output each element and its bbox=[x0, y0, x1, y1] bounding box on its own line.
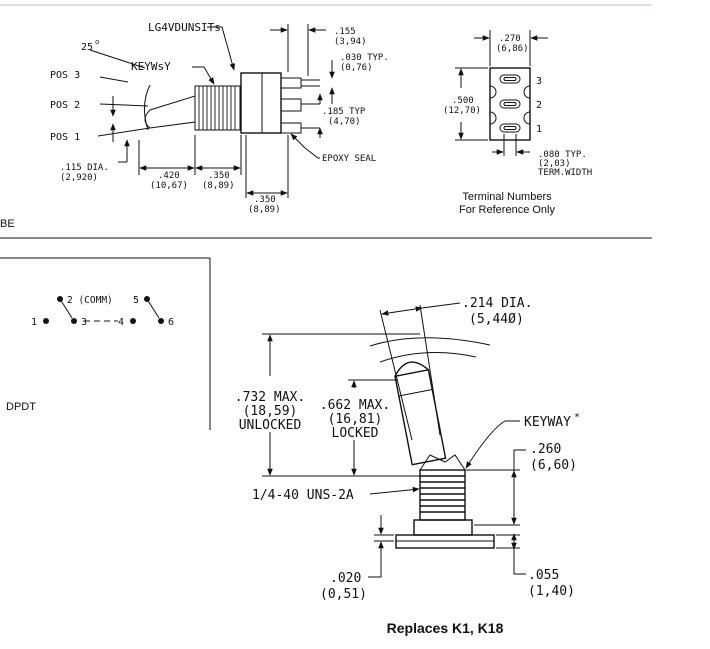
terminal-number-2: 2 bbox=[536, 100, 542, 111]
d214-in: .214 DIA. bbox=[462, 296, 532, 311]
d662-mm: (16,81) bbox=[328, 412, 383, 427]
bottom-side-view bbox=[262, 302, 526, 578]
d350b-in: .350 bbox=[254, 195, 276, 205]
d500-mm: (12,70) bbox=[443, 106, 481, 116]
d662-note: LOCKED bbox=[332, 426, 379, 441]
d185-in: .185 TYP bbox=[322, 107, 366, 117]
terminal-view-labels: .270 (6,86) .500 (12,70) 3 2 1 .080 TYP.… bbox=[443, 34, 592, 216]
d420-in: .420 bbox=[158, 171, 180, 181]
terminal-view bbox=[455, 30, 548, 156]
d270-mm: (6,86) bbox=[496, 44, 529, 54]
terminal-block bbox=[489, 67, 531, 141]
lever-knob bbox=[394, 369, 447, 466]
d350a-mm: (8,89) bbox=[202, 181, 235, 191]
pin-6: 6 bbox=[168, 317, 174, 328]
d270-in: .270 bbox=[499, 34, 521, 44]
keyway-label: KEYWsY bbox=[131, 60, 171, 73]
pin-1: 1 bbox=[31, 317, 37, 328]
d020-mm: (0,51) bbox=[320, 587, 367, 602]
terminal-number-3: 3 bbox=[536, 76, 542, 87]
pos1-label: POS 1 bbox=[50, 132, 80, 143]
d732-mm: (18,59) bbox=[243, 404, 298, 419]
epoxy-label: EPOXY SEAL bbox=[322, 154, 376, 164]
terminal-slots bbox=[499, 74, 521, 133]
d080-note: TERM.WIDTH bbox=[538, 168, 592, 178]
d260-mm: (6,60) bbox=[530, 458, 577, 473]
keyway-label: KEYWAY bbox=[524, 415, 571, 430]
terminal-caption-line1: Terminal Numbers bbox=[462, 191, 552, 203]
threaded-bushing bbox=[194, 85, 241, 131]
cut-text: BE bbox=[0, 218, 15, 230]
d214-mm: (5,44Ø) bbox=[469, 312, 524, 327]
dia-in: .115 DIA. bbox=[60, 163, 109, 173]
d732-note: UNLOCKED bbox=[239, 418, 302, 433]
toggle-lever bbox=[144, 95, 196, 129]
keyway-star: * bbox=[574, 412, 580, 423]
d420-mm: (10,67) bbox=[150, 181, 188, 191]
d080-mm: (2,03) bbox=[538, 159, 571, 169]
d155-mm: (3,94) bbox=[334, 37, 367, 47]
bottom-side-view-labels: .214 DIA. (5,44Ø) .732 MAX. (18,59) UNLO… bbox=[235, 296, 580, 636]
d732-in: .732 MAX. bbox=[235, 390, 305, 405]
thread-spec: 1/4-40 UNS-2A bbox=[252, 488, 354, 503]
d662-in: .662 MAX. bbox=[320, 398, 390, 413]
frame-lines bbox=[0, 4, 652, 430]
switch-type: DPDT bbox=[6, 401, 36, 413]
dpdt-schematic-labels: 1 2 (COMM) 3 4 5 6 DPDT bbox=[6, 295, 174, 413]
d055-in: .055 bbox=[528, 568, 559, 583]
pin-2: 2 (COMM) bbox=[67, 295, 113, 306]
switch-body bbox=[240, 72, 282, 134]
d055-mm: (1,40) bbox=[528, 584, 575, 599]
dia-mm: (2,920) bbox=[60, 173, 98, 183]
pin-5: 5 bbox=[133, 295, 139, 306]
d500-in: .500 bbox=[452, 96, 474, 106]
pos2-label: POS 2 bbox=[50, 100, 80, 111]
pos3-label: POS 3 bbox=[50, 70, 80, 81]
pin-4: 4 bbox=[118, 317, 124, 328]
pin-3: 3 bbox=[81, 317, 87, 328]
angle-degree: o bbox=[95, 38, 99, 46]
d350b-mm: (8,89) bbox=[248, 205, 281, 215]
lug-label: LG4VDUNSITs bbox=[148, 21, 221, 34]
terminal-number-1: 1 bbox=[536, 124, 542, 135]
d030-mm: (0,76) bbox=[340, 63, 373, 73]
top-side-view bbox=[89, 24, 335, 198]
d020-in: .020 bbox=[330, 571, 361, 586]
terminal-caption-line2: For Reference Only bbox=[459, 204, 555, 216]
replaces-note: Replaces K1, K18 bbox=[387, 620, 504, 636]
dpdt-schematic bbox=[43, 296, 164, 324]
d030-in: .030 TYP. bbox=[340, 53, 389, 63]
top-side-view-labels: LG4VDUNSITs KEYWsY 25 o POS 3 POS 2 POS … bbox=[0, 21, 389, 230]
d080-in: .080 TYP. bbox=[538, 150, 587, 160]
d185-mm: (4,70) bbox=[328, 117, 361, 127]
d155-in: .155 bbox=[334, 27, 356, 37]
angle-label: 25 bbox=[81, 42, 93, 53]
d260-in: .260 bbox=[530, 442, 561, 457]
d350a-in: .350 bbox=[208, 171, 230, 181]
